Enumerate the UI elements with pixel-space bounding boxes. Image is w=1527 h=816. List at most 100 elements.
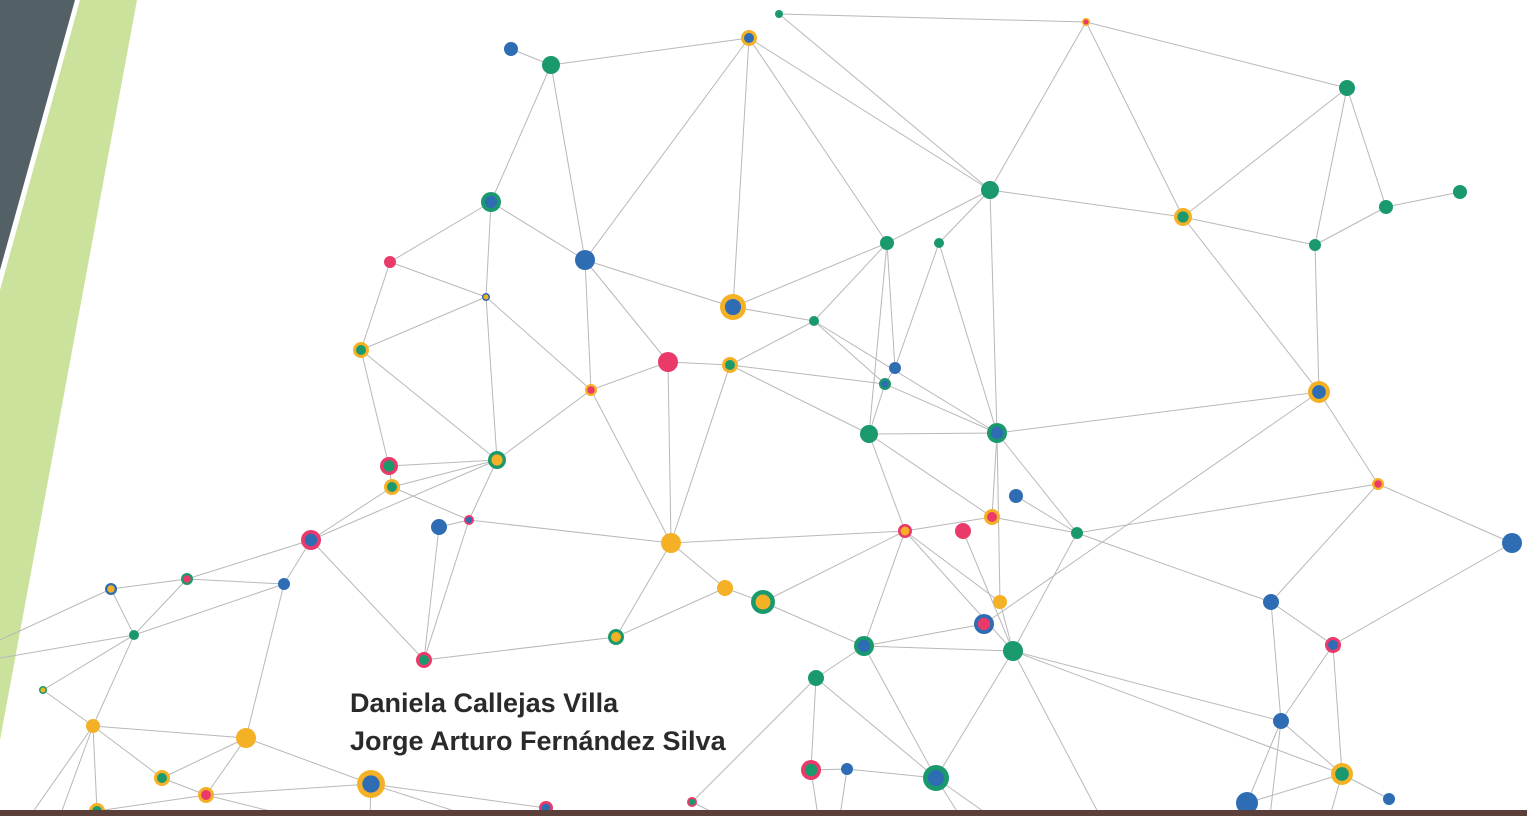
graph-edge [186, 578, 285, 585]
graph-edge [886, 242, 896, 369]
graph-node-core [755, 594, 771, 610]
graph-edge [991, 516, 1078, 534]
graph-edge [1182, 87, 1348, 218]
graph-node [775, 10, 783, 18]
graph-edge [92, 725, 163, 779]
graph-node [542, 56, 560, 74]
graph-edge [310, 539, 425, 661]
graph-node-core [1335, 767, 1349, 781]
graph-node-core [304, 533, 318, 547]
graph-edge [0, 588, 112, 641]
graph-edge [205, 783, 372, 796]
graph-edge [92, 725, 247, 739]
graph-node [1379, 200, 1393, 214]
graph-edge [778, 13, 991, 191]
graph-edge [846, 768, 937, 779]
graph-node [1339, 80, 1355, 96]
graph-edge [667, 361, 672, 544]
graph-edge [133, 583, 285, 636]
author-list: Daniela Callejas Villa Jorge Arturo Fern… [350, 684, 726, 760]
graph-edge [59, 725, 94, 816]
graph-edge [815, 677, 937, 779]
graph-edge [670, 364, 731, 544]
graph-node-core [725, 360, 735, 370]
graph-node [1009, 489, 1023, 503]
author-name: Jorge Arturo Fernández Silva [350, 726, 726, 756]
graph-node [278, 578, 290, 590]
graph-edge [732, 37, 750, 308]
graph-edge [691, 677, 817, 803]
graph-node [661, 533, 681, 553]
graph-edge [1270, 601, 1282, 722]
graph-edge [1385, 191, 1461, 208]
graph-node-core [40, 687, 46, 693]
graph-edge [863, 623, 985, 647]
graph-edge [310, 486, 393, 541]
graph-edge [490, 64, 552, 203]
graph-edge [863, 645, 1014, 652]
graph-node-core [688, 798, 696, 806]
graph-edge [584, 259, 669, 363]
graph-node [841, 763, 853, 775]
graph-edge [1332, 644, 1343, 775]
graph-edge [1346, 87, 1387, 208]
graph-edge [904, 530, 1001, 603]
graph-edge [590, 389, 672, 544]
graph-edge [732, 242, 888, 308]
graph-node [993, 595, 1007, 609]
graph-node-core [927, 769, 945, 787]
graph-edge [868, 242, 888, 435]
graph-edge [389, 261, 487, 298]
graph-edge [423, 526, 440, 661]
graph-edge [1246, 720, 1282, 804]
graph-node [1003, 641, 1023, 661]
graph-edge [92, 634, 135, 727]
graph-edge [938, 242, 998, 434]
graph-edge [670, 530, 906, 544]
graph-edge [762, 530, 906, 603]
graph-edge [29, 725, 94, 816]
graph-node-core [483, 294, 489, 300]
graph-edge [762, 601, 865, 647]
graph-edge [391, 486, 470, 521]
graph-node [889, 362, 901, 374]
graph-edge [110, 588, 135, 636]
graph-edge [133, 578, 188, 636]
graph-edge [1270, 601, 1334, 646]
graph-edge [839, 768, 848, 816]
graph-edge [42, 689, 94, 727]
graph-edge [391, 459, 498, 488]
graph-edge [729, 364, 886, 385]
graph-edge [110, 578, 188, 590]
graph-edge [1076, 532, 1272, 603]
graph-edge [1270, 483, 1379, 603]
graph-node-core [183, 575, 191, 583]
graph-node [504, 42, 518, 56]
graph-edge [1015, 495, 1078, 534]
graph-edge [813, 242, 888, 322]
graph-edge [370, 783, 547, 809]
graph-node-core [587, 386, 595, 394]
graph-edge [550, 64, 586, 261]
light-green-band [0, 0, 137, 740]
graph-node [129, 630, 139, 640]
graph-edge [496, 389, 592, 461]
graph-edge [205, 737, 247, 796]
graph-edge [485, 296, 592, 391]
graph-node [575, 250, 595, 270]
graph-edge [1076, 483, 1379, 534]
graph-edge [813, 320, 886, 385]
graph-edge [868, 433, 993, 518]
graph-edge [590, 361, 669, 391]
graph-nodes [39, 10, 1522, 816]
graph-edge [389, 201, 492, 263]
graph-edge [1269, 720, 1282, 816]
graph-node-core [157, 773, 167, 783]
graph-node-core [744, 33, 754, 43]
graph-node-core [484, 195, 498, 209]
graph-node [1453, 185, 1467, 199]
graph-edge [584, 37, 750, 261]
graph-edge [1012, 532, 1078, 652]
graph-edge [1085, 21, 1348, 89]
graph-edge [1314, 206, 1387, 246]
